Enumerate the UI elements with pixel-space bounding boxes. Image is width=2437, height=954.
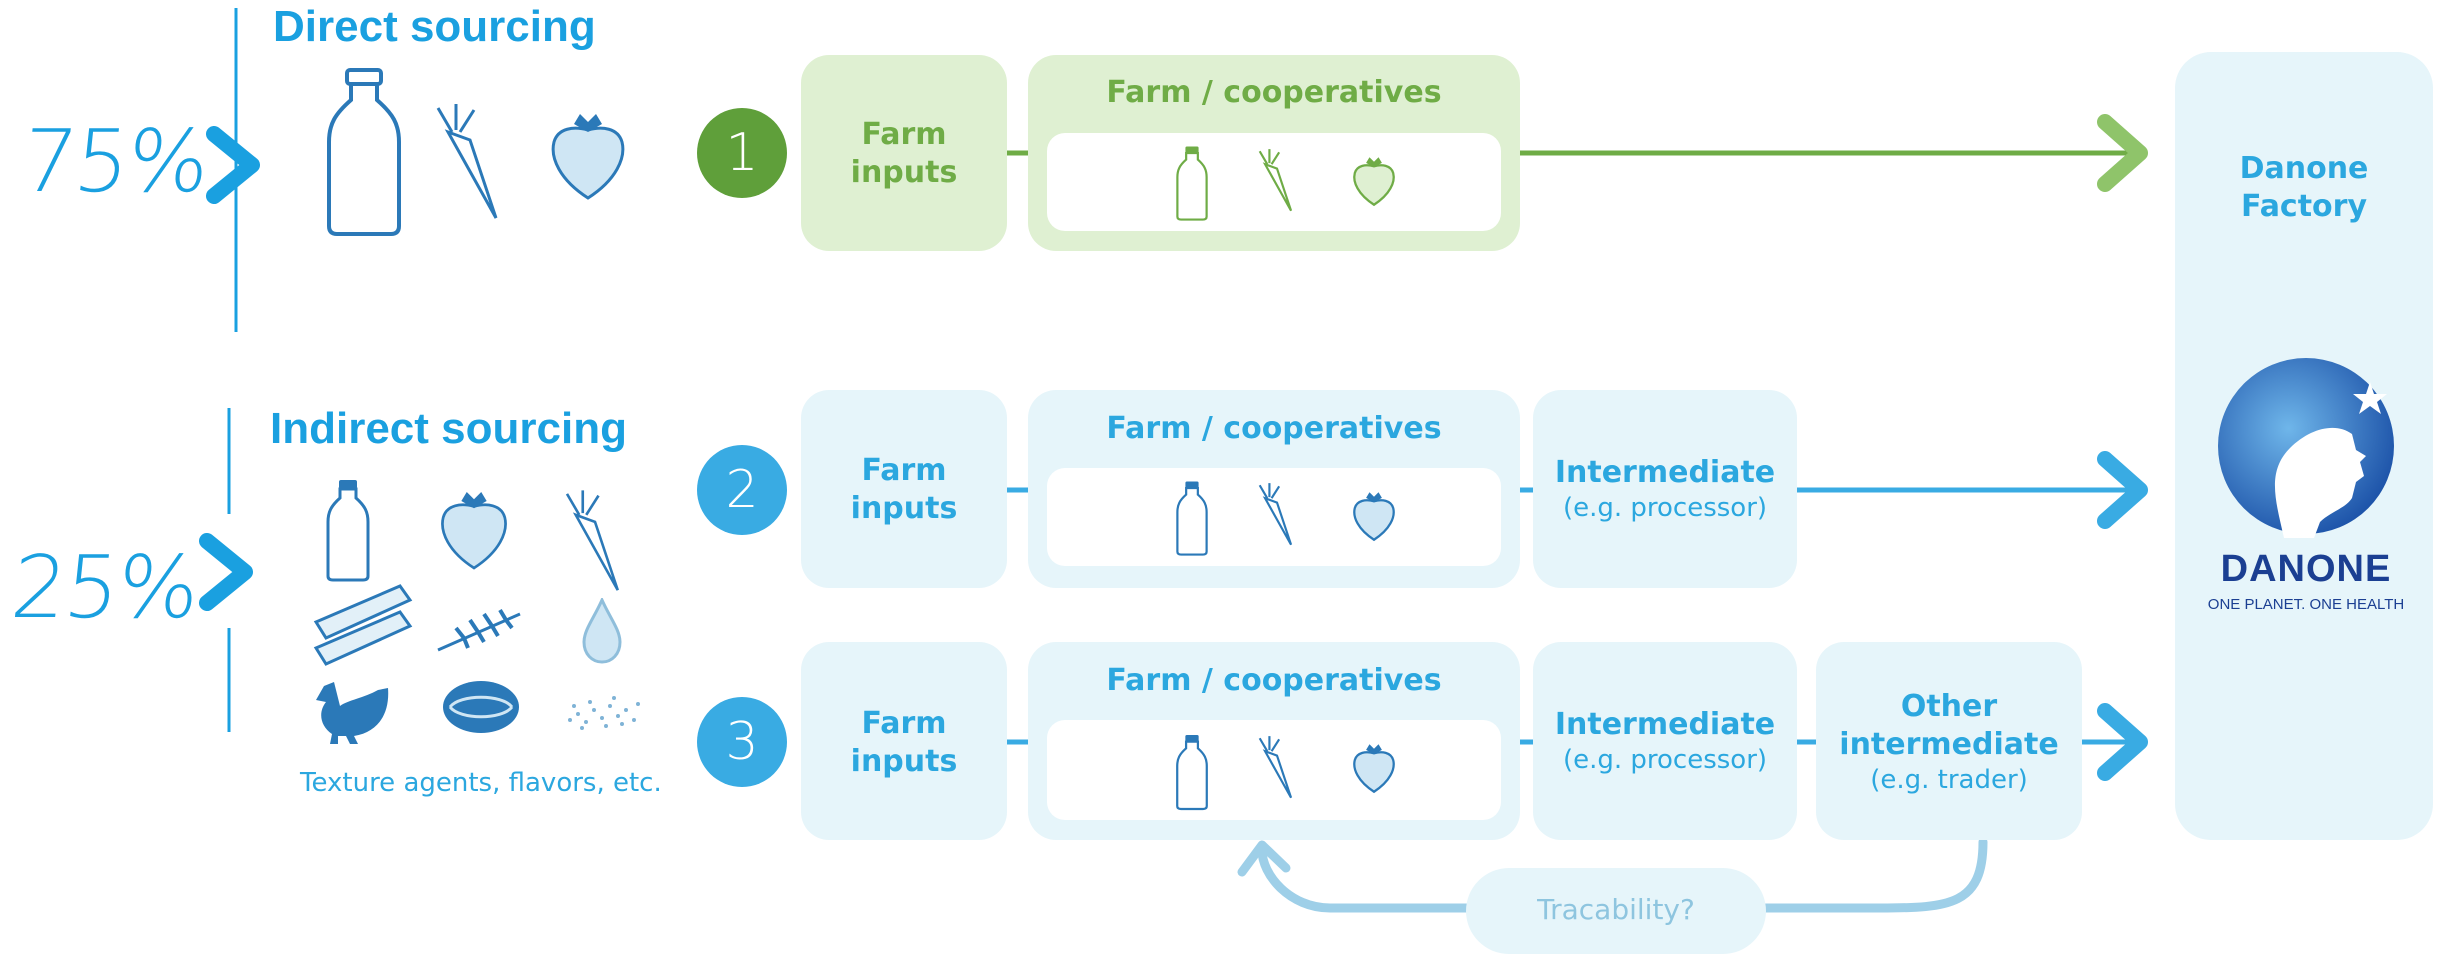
sugar-cane-icon [313, 584, 413, 666]
row2-farm-inputs-box [801, 390, 1007, 588]
traceability-pill [1466, 868, 1766, 954]
milk-bottle-icon [327, 68, 401, 236]
danone-tagline: ONE PLANET. ONE HEALTH [2207, 596, 2405, 613]
direct-chevron-icon [206, 126, 260, 204]
row2-farm-coop-label: Farm / cooperatives [1106, 411, 1442, 446]
row2-intermediate-label: Intermediate (e.g. processor) [1533, 454, 1797, 524]
traceability-loop [1257, 837, 1988, 913]
row2-arrow-icon [2097, 451, 2148, 529]
row3-intermediate-box [1533, 642, 1797, 840]
traceability-arrowhead-icon [1237, 840, 1291, 877]
row3-number-badge: 3 [697, 697, 787, 787]
row2-number-badge: 2 [697, 445, 787, 535]
row3-intermediate-label: Intermediate (e.g. processor) [1533, 706, 1797, 776]
direct-sourcing-title: Direct sourcing [273, 2, 596, 51]
row3-other-intermediate-sub: (e.g. trader) [1870, 765, 2028, 795]
row2-farm-inputs-label: Farm inputs [850, 453, 958, 526]
strawberry-icon [551, 114, 625, 200]
wheat-icon [437, 608, 521, 652]
indirect-percent: 25% [6, 538, 203, 638]
chicken-icon [316, 682, 389, 744]
row3-other-intermediate-box [1816, 642, 2082, 840]
danone-factory-label: Danone Factory [2239, 151, 2369, 224]
row1-arrow-icon [2097, 114, 2148, 192]
row2-products-panel [1047, 468, 1501, 566]
cocoa-icon [443, 681, 519, 733]
danone-logo-icon [2218, 358, 2394, 538]
carrot-icon [1258, 149, 1293, 212]
row3-other-intermediate-title: Other intermediate [1839, 689, 2059, 762]
direct-percent: 75% [16, 112, 213, 212]
row3-intermediate-sub: (e.g. processor) [1562, 745, 1768, 775]
row3-farm-inputs-label: Farm inputs [850, 706, 958, 779]
water-drop-icon [582, 598, 622, 664]
row3-other-intermediate-label: Other intermediate (e.g. trader) [1816, 688, 2082, 796]
milk-bottle-icon [326, 480, 370, 582]
row3-farm-inputs-box [801, 642, 1007, 840]
row1-farm-coop-label: Farm / cooperatives [1106, 75, 1442, 110]
row1-number-badge: 1 [697, 108, 787, 198]
indirect-chevron-icon [199, 533, 253, 611]
strawberry-icon [1353, 157, 1395, 207]
row3-intermediate-title: Intermediate [1554, 707, 1776, 742]
danone-wordmark: DANONE [2220, 548, 2392, 590]
row2-intermediate-title: Intermediate [1554, 455, 1776, 490]
milk-bottle-icon [1176, 146, 1208, 221]
strawberry-icon [1353, 492, 1395, 542]
row2-intermediate-box [1533, 390, 1797, 588]
row1-farm-inputs-label: Farm inputs [850, 117, 958, 190]
indirect-sourcing-title: Indirect sourcing [270, 404, 627, 453]
milk-bottle-icon [1176, 735, 1208, 811]
carrot-icon [1258, 483, 1293, 546]
row3-products-panel [1047, 720, 1501, 820]
carrot-icon [436, 104, 498, 219]
carrot-icon [1258, 736, 1293, 799]
row1-farm-inputs-box [801, 55, 1007, 251]
indirect-caption: Texture agents, flavors, etc. [300, 768, 662, 798]
strawberry-icon [1353, 744, 1395, 794]
row2-intermediate-sub: (e.g. processor) [1562, 493, 1768, 523]
row3-farm-coop-label: Farm / cooperatives [1106, 663, 1442, 698]
milk-bottle-icon [1176, 481, 1208, 556]
row3-arrow-icon [2097, 703, 2148, 781]
strawberry-icon [441, 492, 507, 570]
powder-icon [568, 696, 640, 730]
carrot-icon [565, 490, 619, 591]
traceability-label: Tracability? [1537, 893, 1695, 926]
